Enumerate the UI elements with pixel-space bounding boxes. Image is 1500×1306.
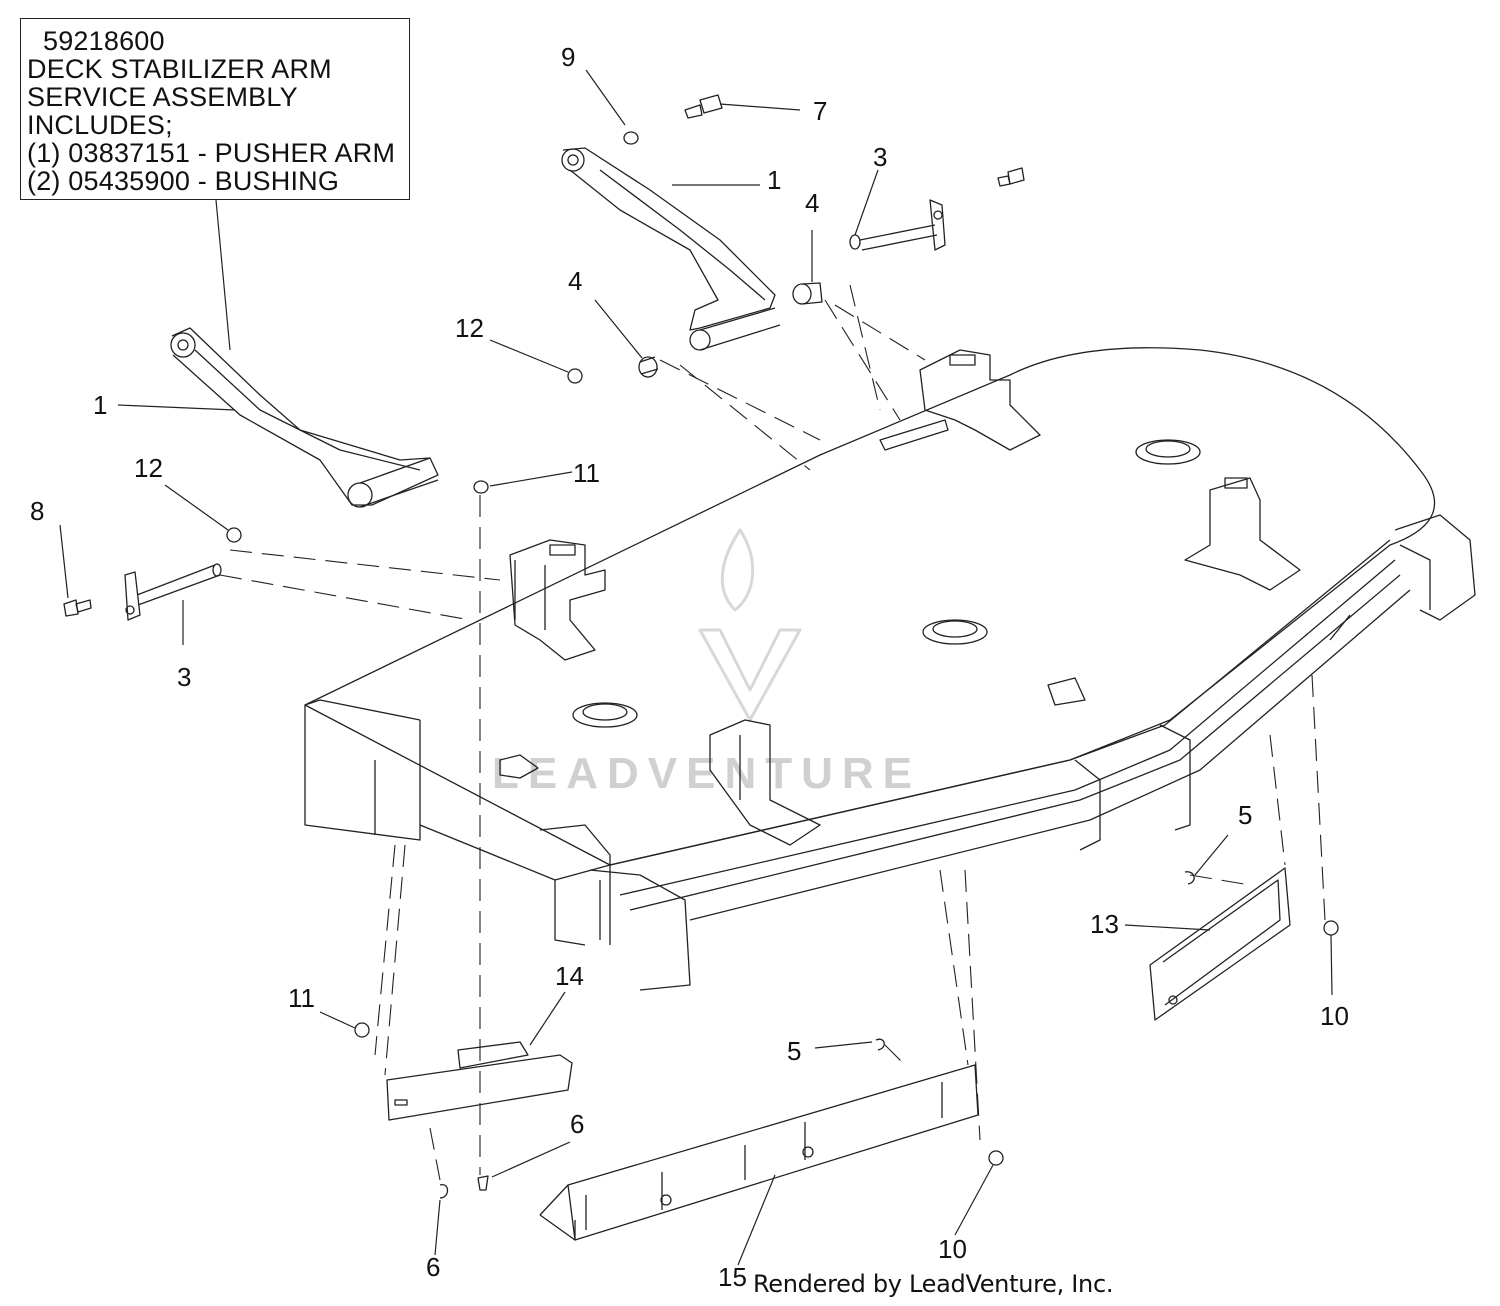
- watermark-logo: [698, 528, 802, 722]
- label-5-right: 5: [1238, 800, 1252, 830]
- deck-bracket-front-right: [879, 349, 1041, 451]
- label-3-right: 3: [873, 142, 887, 172]
- label-11-bottom: 11: [288, 983, 315, 1013]
- bolt-7: [684, 94, 723, 119]
- pusher-arm-right: [561, 147, 781, 351]
- leader-lines: [59, 69, 1333, 1266]
- callout-labels: 9 7 3 1 4 4 12 1 12 11 8 3 5 13 14 11 10…: [30, 42, 1349, 1292]
- label-6-upper: 6: [570, 1109, 584, 1139]
- bushing-4-left: [638, 356, 659, 378]
- assembly-dash-lines: [219, 284, 1326, 1181]
- bolt-8: [63, 599, 92, 617]
- label-9: 9: [561, 42, 575, 72]
- label-14: 14: [555, 961, 584, 991]
- nut-12-top: [567, 368, 583, 384]
- pin-left: [124, 563, 222, 621]
- label-7: 7: [813, 96, 827, 126]
- mower-deck: [304, 347, 1476, 991]
- note-line-1: DECK STABILIZER ARM: [27, 54, 332, 84]
- deck-holes: [572, 439, 1201, 728]
- label-1-right: 1: [767, 165, 781, 195]
- label-4-left: 4: [568, 266, 582, 296]
- baffle-15: [539, 1064, 979, 1241]
- bolt-top-right: [997, 167, 1025, 187]
- bushing-4-right: [792, 282, 823, 305]
- deck-bracket-mid-left: [709, 719, 821, 846]
- label-4-right: 4: [805, 188, 819, 218]
- label-1-left: 1: [93, 390, 107, 420]
- pin-right: [849, 199, 946, 251]
- nut-12-left: [226, 527, 242, 543]
- label-5-bottom: 5: [787, 1036, 801, 1066]
- label-3-left: 3: [177, 662, 191, 692]
- small-fasteners-bottom: [354, 871, 1339, 1199]
- service-assembly-note: 59218600 DECK STABILIZER ARM SERVICE ASS…: [20, 18, 410, 200]
- deck-bracket-front-left: [509, 539, 606, 661]
- label-10-bottom: 10: [938, 1234, 967, 1264]
- note-line-3: INCLUDES;: [27, 110, 173, 140]
- label-12-left: 12: [134, 453, 163, 483]
- pusher-arm-left: [170, 327, 439, 508]
- nut-9: [623, 131, 639, 145]
- assembly-part-number: 59218600: [43, 26, 165, 56]
- label-10-right: 10: [1320, 1001, 1349, 1031]
- note-line-5: (2) 05435900 - BUSHING: [27, 166, 340, 196]
- label-15: 15: [718, 1262, 747, 1292]
- label-8: 8: [30, 496, 44, 526]
- render-credit: Rendered by LeadVenture, Inc.: [753, 1270, 1114, 1298]
- label-13: 13: [1090, 909, 1119, 939]
- label-6-lower: 6: [426, 1252, 440, 1282]
- note-line-2: SERVICE ASSEMBLY: [27, 82, 298, 112]
- deck-small-tab: [499, 677, 1086, 779]
- baffle-14: [386, 1041, 573, 1121]
- baffle-13: [1149, 867, 1291, 1021]
- note-line-4: (1) 03837151 - PUSHER ARM: [27, 138, 396, 168]
- label-12-top: 12: [455, 313, 484, 343]
- watermark-text: LEADVENTURE: [492, 749, 921, 798]
- label-11-top: 11: [573, 458, 600, 488]
- nut-11-top: [473, 480, 489, 494]
- deck-bracket-right: [1184, 477, 1301, 591]
